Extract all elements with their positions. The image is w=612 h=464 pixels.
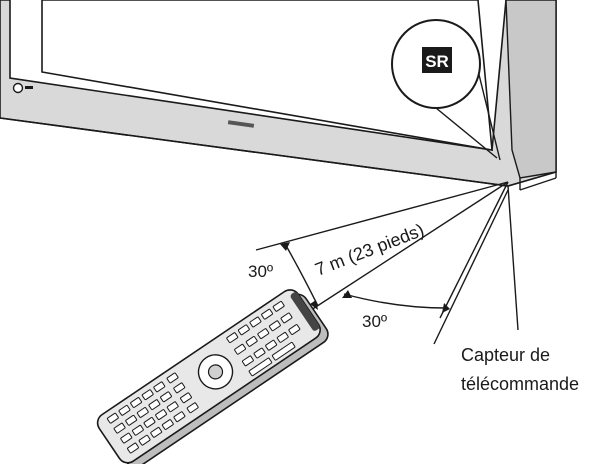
angle-right-label: 30º <box>362 312 387 331</box>
angle-left-label: 30º <box>248 262 273 281</box>
sensor-badge <box>422 47 452 73</box>
sensor-label-line2: télécommande <box>461 374 579 394</box>
distance-label: 7 m (23 pieds) <box>312 220 427 280</box>
ir-emitter <box>290 292 320 331</box>
tv-screen <box>41 0 493 151</box>
signal-cone <box>255 181 519 345</box>
cone-center <box>307 181 509 313</box>
sensor-label-line1: Capteur de <box>461 345 550 365</box>
angle-arc-right <box>343 293 447 309</box>
nav-center-button <box>207 364 224 380</box>
tv-bottom-edge <box>0 117 509 187</box>
sensor-badge-text: SR <box>425 52 449 71</box>
cone-edge-left <box>255 181 509 251</box>
brand-logo <box>227 120 255 128</box>
tv-side-face <box>505 0 557 179</box>
cone-edge-right <box>439 181 509 319</box>
sensor-leader <box>507 185 519 331</box>
cone-lower-edge <box>433 189 509 345</box>
power-indicator-icon <box>12 82 24 94</box>
sensor-callout: SR <box>391 19 501 161</box>
television <box>0 0 557 191</box>
remote-control <box>96 289 329 464</box>
remote-buttons <box>106 300 301 454</box>
